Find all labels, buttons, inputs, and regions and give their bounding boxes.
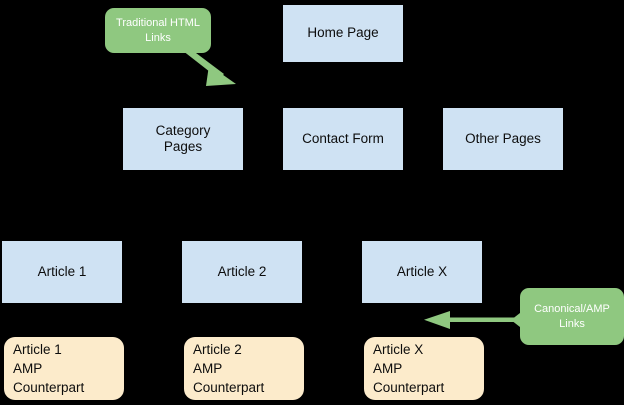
node-article-1-amp-counterpart[interactable]: Article 1 AMP Counterpart: [4, 337, 124, 400]
node-article-1-amp-counterpart-label: Article 1 AMP Counterpart: [13, 341, 85, 396]
node-other-pages[interactable]: Other Pages: [443, 108, 563, 170]
node-category-pages[interactable]: Category Pages: [123, 108, 243, 170]
node-article-2[interactable]: Article 2: [182, 241, 302, 303]
node-other-pages-label: Other Pages: [465, 130, 541, 146]
node-contact-form-label: Contact Form: [302, 130, 384, 146]
node-article-1[interactable]: Article 1: [2, 241, 122, 303]
node-category-pages-label: Category Pages: [155, 122, 211, 154]
node-article-1-label: Article 1: [37, 263, 87, 279]
node-home-page-label: Home Page: [307, 25, 379, 41]
node-article-2-label: Article 2: [217, 263, 267, 279]
node-home-page[interactable]: Home Page: [283, 5, 403, 62]
node-article-x-amp-counterpart[interactable]: Article X AMP Counterpart: [364, 337, 484, 400]
node-contact-form[interactable]: Contact Form: [283, 108, 403, 170]
callout-traditional-html-links-label: Traditional HTML Links: [116, 17, 200, 44]
node-article-2-amp-counterpart[interactable]: Article 2 AMP Counterpart: [184, 337, 304, 400]
node-article-x-amp-counterpart-label: Article X AMP Counterpart: [373, 341, 445, 396]
callout-canonical-amp-links-tail: [511, 313, 520, 327]
node-article-x[interactable]: Article X: [362, 241, 482, 303]
callout-canonical-amp-links[interactable]: Canonical/AMP Links: [520, 288, 624, 345]
node-article-2-amp-counterpart-label: Article 2 AMP Counterpart: [193, 341, 265, 396]
canonical-amp-links-arrow: [424, 311, 522, 329]
callout-traditional-html-links-tail: [192, 43, 201, 56]
node-article-x-label: Article X: [396, 263, 448, 279]
callout-canonical-amp-links-label: Canonical/AMP Links: [534, 303, 610, 330]
